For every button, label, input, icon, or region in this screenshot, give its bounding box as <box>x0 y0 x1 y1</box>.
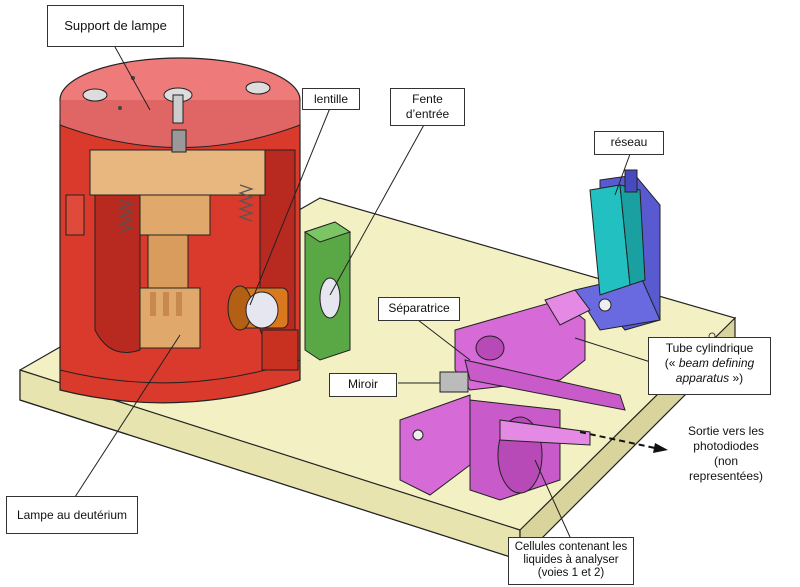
fente-label-line2: d’entrée <box>405 107 450 121</box>
sortie-line4: representées) <box>688 469 764 483</box>
lamp-internals <box>89 129 266 349</box>
tube-open-quote: (« <box>664 356 679 370</box>
callout-miroir: Miroir <box>329 373 397 397</box>
callout-separatrice: Séparatrice <box>378 297 460 321</box>
tube-label-line1: Tube cylindrique <box>665 341 754 355</box>
optics-block <box>399 289 626 501</box>
tube-label-line3: apparatus ») <box>655 371 764 386</box>
callout-lentille: lentille <box>302 88 360 110</box>
tube-apparatus: apparatus <box>675 371 730 385</box>
lentille-label: lentille <box>313 92 349 106</box>
sortie-label: Sortie vers les photodiodes (non represe… <box>672 424 780 484</box>
cellules-line3: (voies 1 et 2) <box>537 567 605 579</box>
leader-lines <box>74 46 661 538</box>
cellules-line1: Cellules contenant les <box>514 541 628 553</box>
separatrice-label: Séparatrice <box>388 301 450 315</box>
tube-label-line2: (« beam defining <box>655 356 764 371</box>
tube-beam-defining: beam defining <box>678 356 755 370</box>
cellules-line2: liquides à analyser <box>523 554 619 566</box>
support-label: Support de lampe <box>64 18 167 33</box>
callout-tube: Tube cylindrique (« beam defining appara… <box>648 337 771 395</box>
tube-close-quote: ») <box>729 371 744 385</box>
sortie-line1: Sortie vers les <box>687 424 765 438</box>
output-beam-arrow <box>579 431 668 453</box>
lampe-label: Lampe au deutérium <box>16 508 128 522</box>
lamp-top-disc <box>59 57 301 148</box>
miroir-label: Miroir <box>348 377 378 391</box>
slit-holder <box>303 221 352 361</box>
callout-lampe: Lampe au deutérium <box>6 496 138 534</box>
callout-support-lampe: Support de lampe <box>47 5 184 47</box>
callout-reseau: réseau <box>594 131 664 155</box>
reseau-label: réseau <box>610 135 648 149</box>
callout-cellules: Cellules contenant les liquides à analys… <box>508 537 634 585</box>
callout-fente: Fente d’entrée <box>390 88 465 126</box>
fente-label-line1: Fente <box>412 92 443 106</box>
sortie-line2: photodiodes <box>693 439 759 453</box>
grating-holder <box>574 169 661 331</box>
lens-holder <box>227 285 289 331</box>
sortie-line3: (non <box>713 454 739 468</box>
